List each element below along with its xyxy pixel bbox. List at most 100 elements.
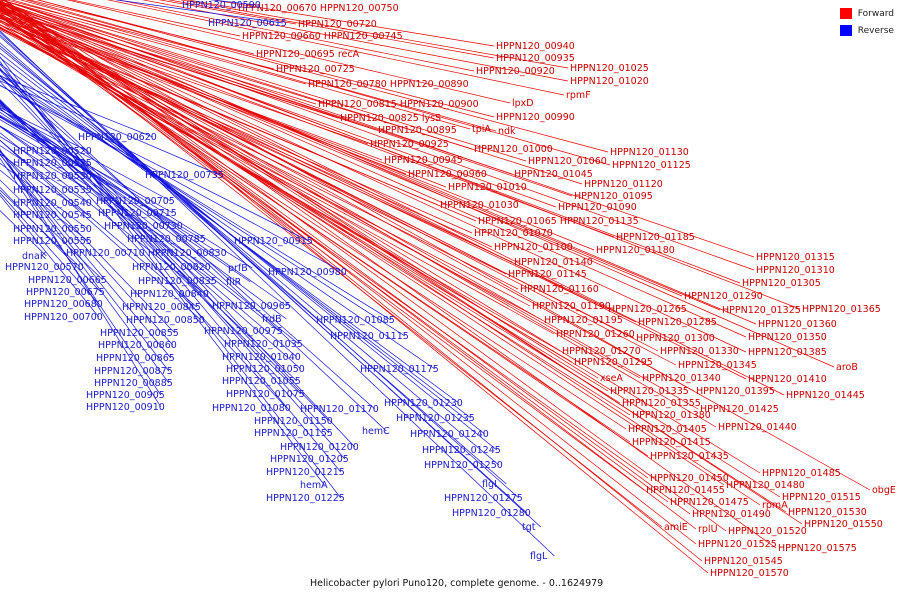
label-connector <box>211 0 495 47</box>
label-connector <box>0 1 801 310</box>
reverse-gene-label: prfB <box>228 263 248 274</box>
reverse-gene-label: HPPN120_00520 <box>13 146 92 157</box>
forward-gene-label: HPPN120_01000 <box>474 144 553 155</box>
forward-gene-label: HPPN120_01185 <box>616 232 695 243</box>
label-connector <box>179 0 569 69</box>
forward-gene-label: HPPN120_01130 <box>610 147 689 158</box>
reverse-gene-label: HPPN120_00785 <box>127 234 206 245</box>
forward-gene-label: HPPN120_00990 <box>496 112 575 123</box>
genome-caption: Helicobacter pylori Puno120, complete ge… <box>310 578 604 589</box>
label-connector <box>4 0 709 574</box>
label-connector <box>0 153 170 384</box>
reverse-gene-label: HPPN120_00855 <box>100 328 179 339</box>
forward-gene-label: HPPN120_01490 <box>692 509 771 520</box>
forward-gene-label: HPPN120_00825 lysS <box>340 113 441 124</box>
forward-gene-label: HPPN120_00920 <box>476 66 555 77</box>
forward-gene-label: HPPN120_01315 <box>756 252 835 263</box>
label-connector <box>0 116 202 240</box>
forward-gene-label: aroB <box>836 362 858 373</box>
forward-gene-label: HPPN120_01145 <box>508 269 587 280</box>
label-connector <box>19 0 497 132</box>
label-connector <box>0 157 162 396</box>
label-connector <box>0 139 202 321</box>
label-connector <box>0 153 89 216</box>
reverse-gene-label: HPPN120_01230 <box>384 398 463 409</box>
reverse-gene-label: HPPN120_00615 <box>208 18 287 29</box>
label-connector <box>0 2 573 197</box>
label-connector <box>0 108 280 332</box>
forward-gene-label: HPPN120_00780 HPPN120_00890 <box>308 79 469 90</box>
label-connector <box>0 6 557 208</box>
forward-gene-label: HPPN120_01100 <box>494 242 573 253</box>
forward-gene-label: HPPN120_01350 <box>748 332 827 343</box>
reverse-gene-label: fliR <box>226 277 242 288</box>
reverse-gene-label: HPPN120_01175 <box>360 364 439 375</box>
forward-gene-label: HPPN120_01360 <box>758 319 837 330</box>
reverse-gene-label: hemA <box>300 480 328 491</box>
forward-gene-label: HPPN120_01385 <box>748 347 827 358</box>
forward-gene-label: HPPN120_01020 <box>570 76 649 87</box>
reverse-gene-label: HPPN120_00875 <box>94 366 173 377</box>
reverse-gene-label: HPPN120_01050 <box>226 364 305 375</box>
forward-gene-label: HPPN120_01065 HPPN120_01135 <box>478 216 639 227</box>
label-connector <box>0 0 527 162</box>
reverse-gene-label: HPPN120_01225 <box>266 493 345 504</box>
reverse-gene-label: HPPN120_01040 <box>222 352 301 363</box>
forward-gene-label: lpxD <box>512 98 534 109</box>
reverse-gene-label: HPPN120_00675 <box>26 287 105 298</box>
label-connector <box>11 0 471 130</box>
forward-gene-label: HPPN120_00960 <box>408 169 487 180</box>
forward-gene-label: HPPN120_01395 <box>696 386 775 397</box>
forward-gene-label: HPPN120_01195 <box>544 315 623 326</box>
label-connector <box>0 1 835 368</box>
reverse-gene-label: HPPN120_00915 <box>234 236 313 247</box>
reverse-gene-label: HPPN120_01240 <box>410 429 489 440</box>
reverse-gene-label: HPPN120_00845 <box>122 302 201 313</box>
forward-gene-label: HPPN120_01030 <box>440 200 519 211</box>
label-connector <box>66 0 511 104</box>
label-connector <box>0 99 288 409</box>
label-connector <box>0 77 391 321</box>
reverse-gene-label: HPPN120_01205 <box>270 454 349 465</box>
reverse-gene-label: HPPN120_01215 <box>266 467 345 478</box>
forward-gene-label: HPPN120_01310 <box>756 265 835 276</box>
reverse-gene-label: HPPN120_00590 <box>182 0 261 11</box>
label-connector <box>0 125 88 177</box>
forward-gene-label: HPPN120_01445 <box>786 390 865 401</box>
label-connector <box>0 20 477 222</box>
label-connector <box>0 69 435 370</box>
reverse-gene-label: HPPN120_00665 <box>28 275 107 286</box>
label-connector <box>0 45 500 466</box>
reverse-gene-label: HPPN120_00550 <box>13 224 92 235</box>
forward-gene-label: HPPN120_01410 <box>748 374 827 385</box>
forward-gene-label: rplU <box>698 524 718 535</box>
label-connector <box>0 10 699 410</box>
reverse-gene-label: HPPN120_00545 <box>13 210 92 221</box>
label-connector <box>0 5 757 325</box>
legend-reverse-label: Reverse <box>857 25 894 36</box>
reverse-gene-label: HPPN120_01055 <box>222 376 301 387</box>
label-connector <box>0 139 198 308</box>
label-connector <box>0 63 342 473</box>
label-connector <box>0 12 595 251</box>
label-connector <box>0 13 677 366</box>
reverse-gene-label: HPPN120_00680 <box>24 299 103 310</box>
label-connector <box>0 75 330 434</box>
reverse-gene-label: HPPN120_01280 <box>452 508 531 519</box>
reverse-gene-label: HPPN120_00850 <box>126 315 205 326</box>
label-connector <box>0 12 645 491</box>
label-connector <box>0 10 683 297</box>
reverse-gene-label: HPPN120_01235 <box>396 413 475 424</box>
label-connector <box>5 0 275 70</box>
label-connector <box>0 57 472 419</box>
forward-gene-label: ndk <box>498 126 516 137</box>
label-connector <box>0 179 104 281</box>
reverse-gene-label: HPPN120_00715 <box>98 208 177 219</box>
forward-gene-label: HPPN120_01455 <box>646 485 725 496</box>
label-connector <box>0 194 100 318</box>
forward-gene-label: HPPN120_00940 <box>496 41 575 52</box>
forward-gene-label: HPPN120_01095 <box>574 191 653 202</box>
forward-gene-label: HPPN120_00895 <box>378 125 457 136</box>
label-connector <box>0 34 528 514</box>
label-connector <box>1 0 755 258</box>
